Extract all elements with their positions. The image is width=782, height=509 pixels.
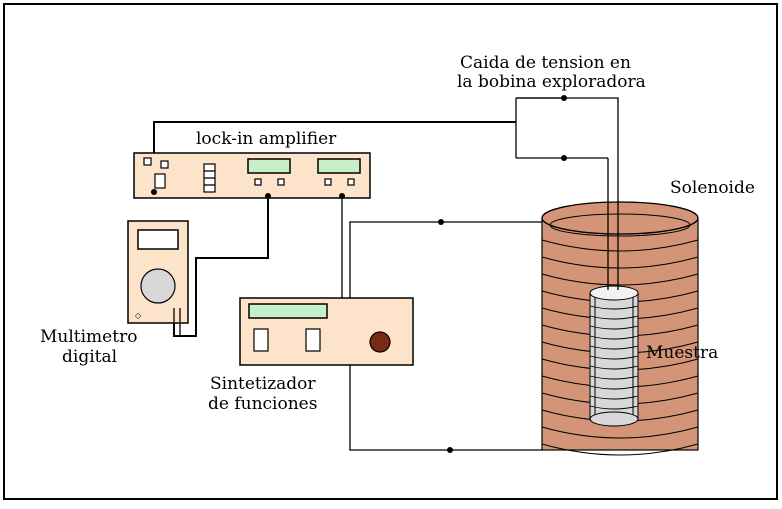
pickup-coil-winding — [589, 345, 639, 350]
pickup-coil-turns — [589, 305, 639, 410]
label-pickup-line2: la bobina exploradora — [457, 72, 646, 92]
solenoid-winding — [541, 256, 699, 269]
lockin-button — [254, 178, 262, 186]
pickup-coil-winding — [589, 335, 639, 340]
junction-dot — [438, 219, 444, 225]
pickup-coil-winding — [589, 365, 639, 370]
label-solenoid: Solenoide — [670, 178, 755, 198]
synth-button-left — [253, 328, 269, 352]
synth-button-right — [305, 328, 321, 352]
pickup-coil-winding — [589, 405, 639, 410]
synth-knob — [369, 331, 391, 353]
solenoid-top-inner — [549, 213, 691, 237]
solenoid-winding — [541, 426, 699, 439]
lockin-display-right — [317, 158, 361, 174]
wire-multimeter — [173, 196, 269, 337]
sample-bottom — [589, 411, 639, 427]
lockin-button — [277, 178, 285, 186]
pickup-coil-winding — [589, 385, 639, 390]
multimeter-dial — [140, 268, 176, 304]
pickup-coil-winding — [589, 355, 639, 360]
multimeter-symbol: ◇ — [135, 311, 142, 320]
lockin-button — [324, 178, 332, 186]
wire-solenoid-bottom — [349, 354, 542, 451]
lockin-input-terminal — [151, 189, 157, 195]
sample — [589, 285, 639, 427]
multimeter-display — [137, 229, 179, 250]
solenoid-winding — [541, 443, 699, 456]
pickup-coil-winding — [589, 315, 639, 320]
pickup-coil-winding — [589, 375, 639, 380]
lockin-amplifier — [133, 152, 371, 199]
pickup-coil-winding — [589, 395, 639, 400]
sample-top — [589, 285, 639, 301]
label-multimeter-line2: digital — [62, 347, 117, 367]
function-synthesizer — [239, 297, 414, 366]
label-multimeter-line1: Multimetro — [40, 327, 137, 347]
lockin-switch — [160, 160, 169, 169]
pickup-coil-winding — [589, 325, 639, 330]
lockin-switch — [143, 157, 152, 166]
lockin-button — [347, 178, 355, 186]
solenoid-winding — [541, 273, 699, 286]
lockin-input-jack — [154, 173, 166, 189]
label-sample: Muestra — [646, 343, 718, 363]
label-synth-line2: de funciones — [208, 394, 317, 414]
sample-body — [589, 292, 639, 420]
junction-dot — [561, 155, 567, 161]
lockin-ref-terminal — [339, 193, 345, 199]
wire-lead-a — [516, 97, 619, 290]
synth-display — [248, 303, 328, 319]
label-synth-line1: Sintetizador — [210, 374, 316, 394]
digital-multimeter: ◇ — [127, 220, 189, 324]
lockin-display-left — [247, 158, 291, 174]
label-pickup-line1: Caida de tension en — [460, 53, 631, 73]
solenoid-top — [541, 201, 699, 235]
solenoid-winding — [541, 239, 699, 252]
pickup-coil-winding — [589, 305, 639, 310]
lockin-output-terminal — [265, 193, 271, 199]
label-lockin: lock-in amplifier — [196, 129, 337, 149]
junction-dot — [561, 95, 567, 101]
junction-dot — [447, 447, 453, 453]
